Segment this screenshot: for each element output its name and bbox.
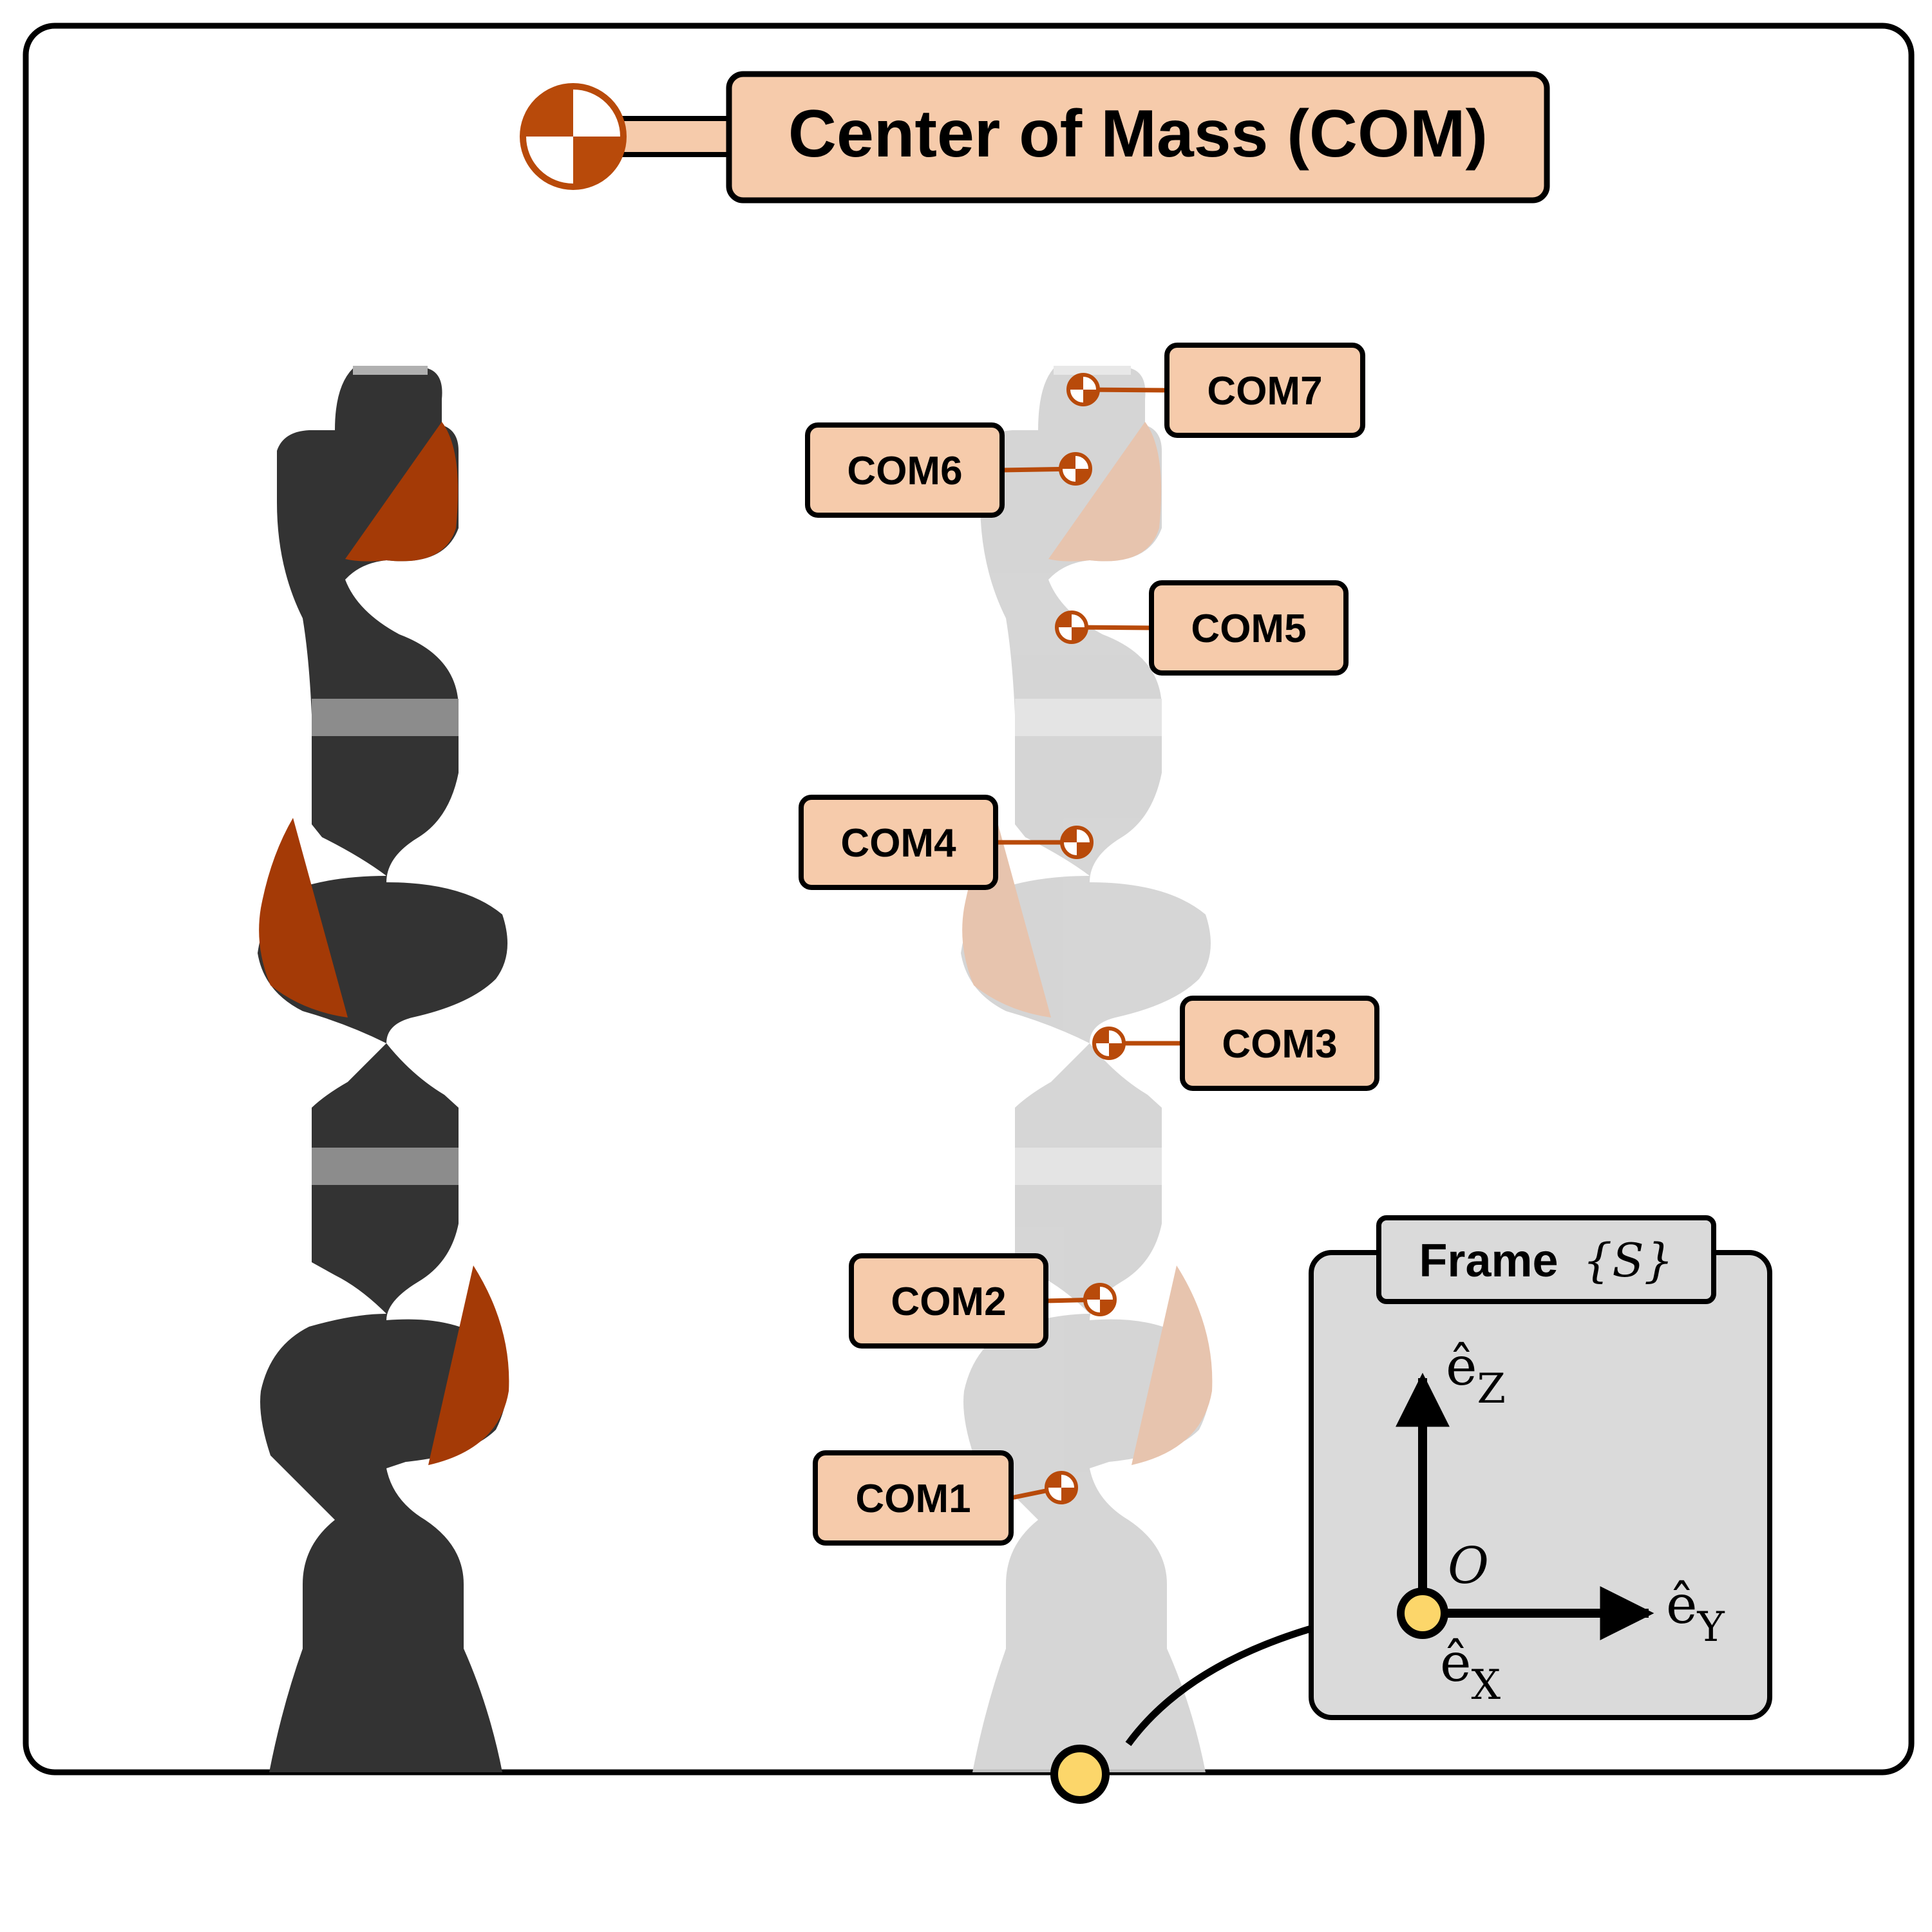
frame-title-box bbox=[1376, 1215, 1716, 1304]
com-box-com1 bbox=[813, 1450, 1014, 1546]
robot-ghost-cap bbox=[1054, 366, 1131, 375]
com-box-com6 bbox=[805, 422, 1005, 518]
robot-dark-orange-4 bbox=[259, 818, 348, 1018]
title-legend: Center of Mass (COM) bbox=[520, 71, 1550, 204]
axis-z-hat: ê bbox=[1446, 1336, 1477, 1397]
frame-title-symbol: {S} bbox=[1583, 1233, 1674, 1287]
com-text-com5: COM5 bbox=[1191, 607, 1306, 651]
com-marker-icon bbox=[1083, 1283, 1117, 1316]
axis-z-sub: Z bbox=[1477, 1365, 1506, 1413]
com-text-com2: COM2 bbox=[891, 1280, 1006, 1324]
com-label-com4: COM4 bbox=[799, 795, 1094, 890]
com-label-com5: COM5 bbox=[1055, 580, 1349, 676]
robot-ghost-orange-2 bbox=[1132, 1265, 1213, 1465]
title-box bbox=[726, 71, 1550, 204]
robot-ghost-band-upper bbox=[1015, 699, 1162, 736]
com-box-com3 bbox=[1180, 996, 1379, 1091]
axis-x-hat: ê bbox=[1440, 1633, 1472, 1694]
com-text-com1: COM1 bbox=[855, 1477, 971, 1521]
com-marker-icon bbox=[1060, 826, 1094, 859]
robot-dark-band-upper bbox=[312, 699, 459, 736]
axis-y-hat: ê bbox=[1666, 1575, 1698, 1636]
com-box-com7 bbox=[1164, 343, 1365, 438]
com-label-com2: COM2 bbox=[849, 1253, 1117, 1349]
origin-label: O bbox=[1448, 1537, 1489, 1595]
frame-panel: Frame {S} êZ êY êX O bbox=[1309, 1215, 1772, 1720]
robot-dark-orange-2 bbox=[428, 1265, 509, 1465]
com-marker-icon bbox=[1092, 1027, 1126, 1060]
com-label-com6: COM6 bbox=[805, 422, 1092, 518]
frame-title: Frame {S} bbox=[1419, 1233, 1673, 1287]
com-box-com2 bbox=[849, 1253, 1048, 1349]
axis-y-label: êY bbox=[1666, 1575, 1725, 1651]
origin-marker-icon bbox=[1050, 1745, 1110, 1804]
com-marker-icon bbox=[1055, 611, 1088, 644]
robot-ghost-band-lower bbox=[1015, 1148, 1162, 1185]
robot-arm-ghost bbox=[961, 366, 1213, 1772]
robot-dark-band-lower bbox=[312, 1148, 459, 1185]
robot-dark-cap bbox=[353, 366, 428, 375]
com-label-com3: COM3 bbox=[1092, 996, 1379, 1091]
com-label-com7: COM7 bbox=[1066, 343, 1365, 438]
com-text-com7: COM7 bbox=[1207, 369, 1322, 413]
com-box-com4 bbox=[799, 795, 998, 890]
com-marker-icon bbox=[1045, 1471, 1078, 1504]
frame-title-word: Frame bbox=[1419, 1235, 1558, 1287]
com-text-com3: COM3 bbox=[1222, 1022, 1337, 1066]
com-text-com6: COM6 bbox=[847, 449, 962, 493]
axis-z-label: êZ bbox=[1446, 1336, 1506, 1413]
com-text-com4: COM4 bbox=[840, 821, 956, 866]
com-marker-icon bbox=[1059, 452, 1092, 486]
axis-x-sub: X bbox=[1472, 1662, 1501, 1709]
robot-arm-dark bbox=[258, 366, 509, 1772]
com-marker-icon bbox=[1066, 373, 1100, 406]
legend-connector bbox=[616, 116, 737, 157]
robot-dark-orange-7 bbox=[345, 422, 459, 562]
axis-x-label: êX bbox=[1440, 1633, 1501, 1709]
com-box-com5 bbox=[1149, 580, 1349, 676]
axis-y-sub: Y bbox=[1697, 1604, 1725, 1651]
frame-origin-marker-icon bbox=[1397, 1587, 1448, 1639]
page-title: Center of Mass (COM) bbox=[788, 97, 1488, 171]
com-marker-icon bbox=[520, 83, 627, 190]
robot-ghost-orange-7 bbox=[1048, 422, 1162, 562]
com-label-com1: COM1 bbox=[813, 1450, 1078, 1546]
